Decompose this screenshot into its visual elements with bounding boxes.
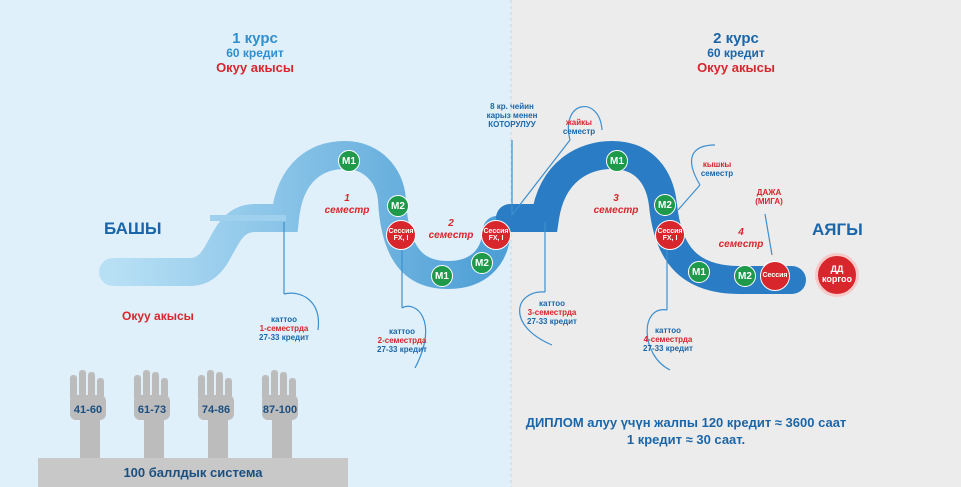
- hook-reg-2: [401, 305, 427, 369]
- start-label: БАШЫ: [104, 219, 162, 238]
- hand-icon: [262, 370, 298, 460]
- line-summer: [511, 139, 571, 216]
- score-range: 61-73: [137, 404, 167, 416]
- diploma-line-1: ДИПЛОМ алуу үчүн жалпы 120 кредит ≈ 3600…: [525, 415, 847, 430]
- course-1-fee: Окуу акысы: [216, 60, 294, 75]
- final-session-badge: Сессия: [760, 261, 790, 291]
- hand-icon: [134, 370, 170, 460]
- score-range: 41-60: [73, 404, 103, 416]
- hook-winter: [691, 144, 716, 186]
- line-extra: [764, 213, 773, 256]
- hook-reg-3: [519, 291, 553, 346]
- line-winter: [677, 184, 701, 211]
- right-background: [511, 0, 961, 487]
- diploma-line-2: 1 кредит ≈ 30 саат.: [626, 432, 746, 447]
- course-2-fee: Окуу акысы: [697, 60, 775, 75]
- module-1-badge: М1: [606, 150, 628, 172]
- module-2-badge: М2: [471, 252, 493, 274]
- hook-summer: [567, 106, 603, 141]
- hook-reg-1: [283, 292, 320, 331]
- module-2-badge: М2: [654, 194, 676, 216]
- score-range: 87-100: [262, 404, 298, 416]
- grading-system-label: 100 баллдык система: [38, 458, 348, 487]
- module-1-badge: М1: [688, 261, 710, 283]
- module-2-badge: М2: [387, 195, 409, 217]
- hand-icon: [198, 370, 234, 460]
- module-1-badge: М1: [338, 150, 360, 172]
- score-range: 74-86: [201, 404, 231, 416]
- hook-reg-4: [646, 309, 671, 371]
- hand-icon: [70, 370, 106, 460]
- course-2-title: 2 курс: [713, 30, 759, 47]
- course-1-credits: 60 кредит: [226, 46, 284, 60]
- end-label: АЯГЫ: [812, 220, 863, 239]
- course-1-title: 1 курс: [232, 30, 278, 47]
- extra-note: ДАЖА(МИГА): [755, 188, 783, 207]
- left-fee-label: Окуу акысы: [122, 309, 194, 323]
- module-1-badge: М1: [431, 265, 453, 287]
- module-2-badge: М2: [734, 265, 756, 287]
- course-2-credits: 60 кредит: [707, 46, 765, 60]
